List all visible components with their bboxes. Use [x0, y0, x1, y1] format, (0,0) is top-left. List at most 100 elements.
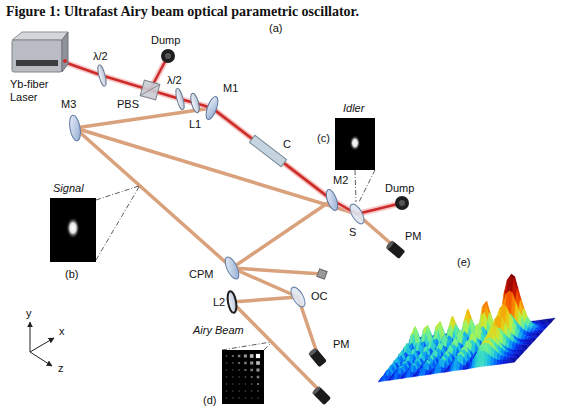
power-meter: [311, 385, 331, 405]
signal-inset: [50, 186, 139, 262]
airy-lobe: [251, 376, 253, 378]
chirped-mirror: [222, 255, 241, 281]
inset-title: Idler: [342, 102, 365, 115]
airy-lobe: [250, 354, 254, 358]
signal-beam: [75, 128, 357, 214]
part-name: λ/2: [166, 74, 183, 87]
polarizing-beam-splitter: [140, 80, 160, 100]
pump-beam: [64, 62, 402, 214]
part-name: L2: [212, 296, 226, 309]
airy-lobe: [238, 376, 239, 377]
part-name: PM: [332, 338, 351, 351]
airy-lobe: [226, 362, 227, 363]
laser-housing: [10, 30, 70, 78]
axis-name: y: [25, 307, 33, 320]
part-name: Dump: [150, 34, 181, 47]
part-name: λ/2: [92, 50, 109, 63]
half-wave-plate: [174, 88, 185, 111]
laser-beams: [64, 56, 402, 393]
part-name: L1: [188, 118, 202, 131]
airy-lobe: [244, 369, 246, 371]
axis-name: z: [57, 362, 65, 375]
signal-beam: [75, 128, 232, 268]
part-name: PBS: [116, 98, 140, 111]
signal-beam: [232, 200, 332, 268]
output-coupler: [288, 285, 308, 309]
figure-title: Figure 1: Ultrafast Airy beam optical pa…: [6, 3, 359, 20]
airy-intensity-plot: [378, 274, 555, 382]
inset-title: Airy Beam: [192, 324, 245, 337]
beam-dump: [395, 196, 409, 210]
panel-letter: (d): [202, 394, 217, 407]
coordinate-axes: [30, 322, 54, 366]
part-name: CPM: [188, 268, 214, 281]
panel-letter: (e): [456, 256, 471, 269]
airy-lobe: [238, 397, 239, 398]
power-meter: [308, 347, 327, 367]
part-name: PM: [404, 230, 423, 243]
part-name: Dump: [384, 182, 415, 195]
airy-lobe: [245, 397, 246, 398]
airy-inset: [222, 342, 271, 404]
airy-lobe: [226, 383, 227, 384]
airy-lobe: [256, 361, 260, 365]
airy-lobe: [232, 369, 233, 370]
laser-source: Yb-fiber Laser: [10, 30, 70, 104]
half-wave-plate: [96, 64, 107, 87]
signal-beam: [232, 268, 322, 274]
airy-lobe: [232, 397, 233, 398]
part-name: S: [348, 226, 357, 239]
housing-panel: [16, 60, 58, 66]
airy-lobe: [232, 383, 233, 384]
part-name: M2: [332, 174, 349, 187]
lens: [226, 290, 238, 313]
airy-lobe: [226, 390, 227, 391]
airy-lobe: [226, 369, 227, 370]
part-name: M3: [60, 98, 77, 111]
housing-top: [12, 32, 68, 40]
dichroic-splitter: [347, 202, 367, 226]
airy-lobe: [251, 383, 252, 384]
beam-dump: [161, 49, 175, 63]
airy-lobe: [238, 362, 240, 364]
mirror: [68, 114, 82, 141]
surface-cell: [378, 377, 382, 382]
part-name: M1: [222, 82, 239, 95]
panel-letter: (b): [64, 268, 79, 281]
airy-lobe: [256, 368, 259, 371]
airy-lobe: [245, 383, 246, 384]
part-name: C: [282, 138, 292, 151]
airy-lobe: [238, 390, 239, 391]
mirror: [324, 188, 340, 212]
airy-lobe: [257, 383, 259, 385]
airy-lobe: [238, 369, 239, 370]
part-name: OC: [310, 290, 329, 303]
mask-element: [317, 269, 327, 279]
surface-cell: [430, 350, 434, 360]
signal-beam: [232, 297, 298, 302]
pump-beam-glow: [64, 62, 402, 214]
airy-lobe: [257, 397, 258, 398]
airy-lobe: [250, 369, 253, 372]
power-meter: [385, 240, 405, 259]
airy-lobe: [256, 354, 260, 358]
panel-letter: (a): [268, 22, 283, 35]
panel-letter: (c): [316, 132, 331, 145]
housing-front: [12, 40, 62, 72]
airy-lobe: [232, 362, 233, 363]
mirror: [204, 95, 221, 121]
airy-lobe: [251, 390, 252, 391]
surface-cell: [449, 362, 453, 372]
output-aperture: [63, 59, 67, 63]
airy-lobe: [245, 390, 246, 391]
axis-name: x: [58, 325, 66, 338]
airy-lobe: [257, 390, 258, 391]
airy-lobe: [251, 397, 252, 398]
airy-lobe: [226, 376, 227, 377]
airy-lobe: [250, 361, 253, 364]
idler-inset: [335, 118, 375, 202]
airy-lobe: [238, 383, 239, 384]
airy-lobe: [257, 376, 260, 379]
airy-lobe: [245, 376, 246, 377]
